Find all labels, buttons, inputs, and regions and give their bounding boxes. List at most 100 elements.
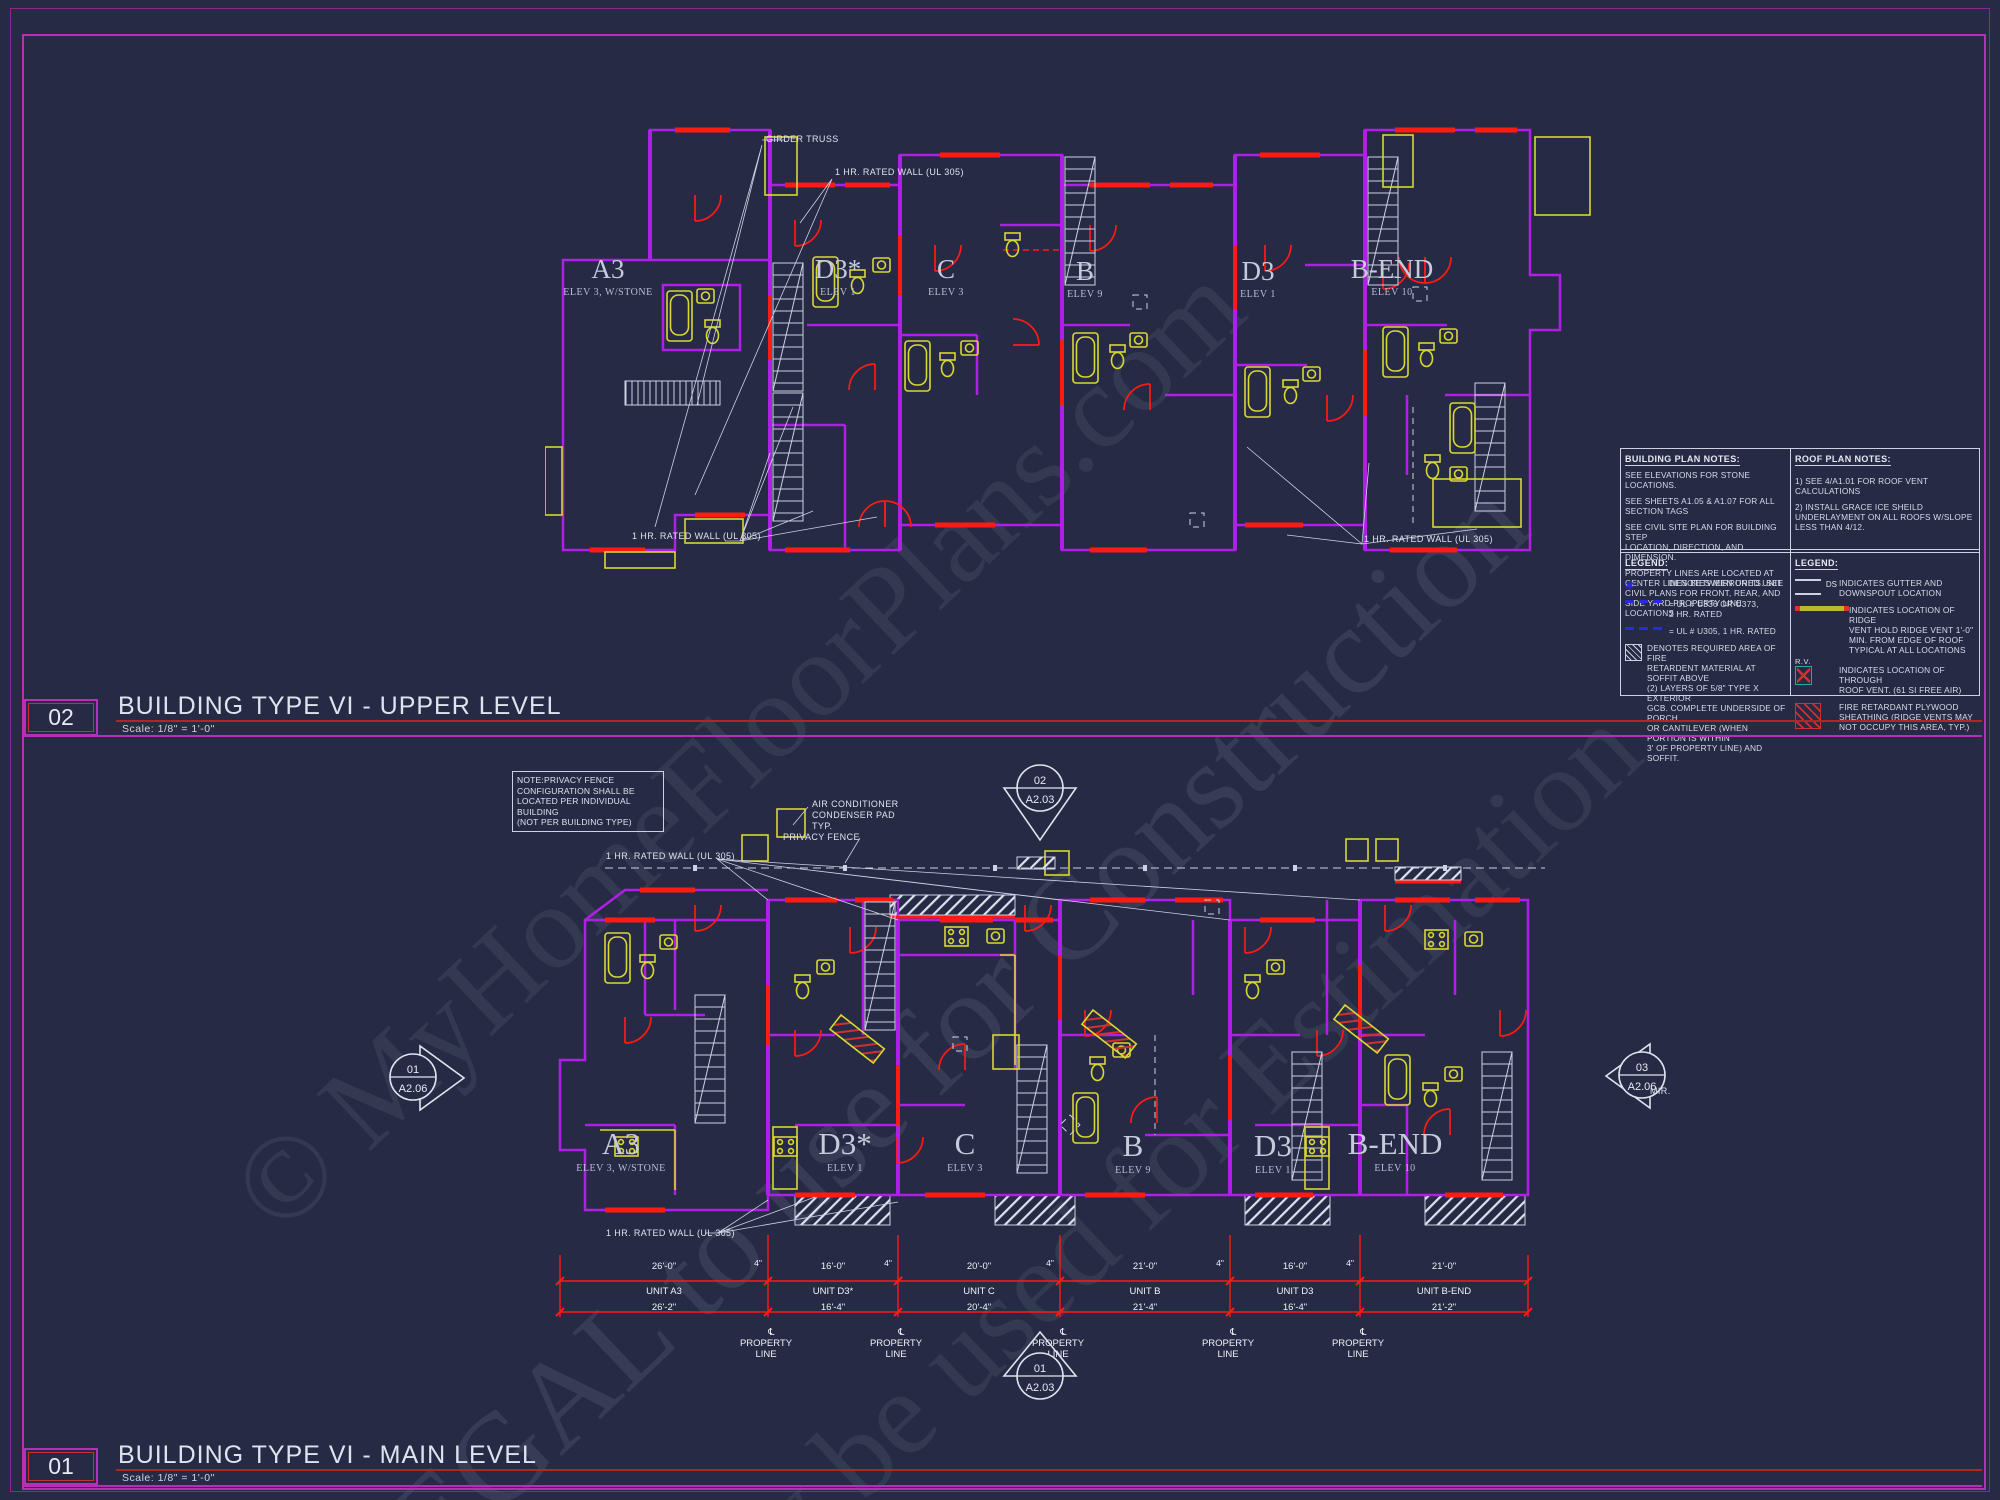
upper-leader-lines [654,139,1478,545]
viewport-number-01: 01 [24,1448,98,1485]
wall-1hr-line-icon [1625,627,1663,630]
legend-item-mirrored: ✱ DENOTES MIRRORED UNIT [1625,578,1783,592]
dim-gap: 4" [754,1258,762,1268]
dim-gap: 4" [1216,1258,1224,1268]
legend-item-fire-sheathing: FIRE RETARDANT PLYWOOD SHEATHING (RIDGE … [1795,702,1976,732]
svg-text:03: 03 [1636,1062,1648,1074]
dim-top: 26'-0" [651,1261,677,1272]
building-note: PROPERTY LINES ARE LOCATED AT CENTER LIN… [1625,568,1784,618]
dim-unit: UNIT D3* [812,1286,854,1297]
upper-balcony-railing [624,380,721,406]
property-line-label: ℄PROPERTY LINE [1201,1327,1255,1360]
fire-hatch-icon [1625,644,1642,661]
main-fixtures [600,926,1483,1190]
upper-dashed [1132,286,1428,528]
roof-plan-notes: ROOF PLAN NOTES: 1) SEE 4/A1.01 FOR ROOF… [1791,449,1979,538]
centerline-icon: ℄ [1360,1327,1367,1338]
roof-vent-icon: R.V. [1795,657,1812,685]
dim-top: 21'-0" [1431,1261,1457,1272]
upper-unit-label-d3s: D3*ELEV 1 [814,254,862,299]
roof-legend: LEGEND: DS INDICATES GUTTER AND DOWNSPOU… [1791,553,1979,739]
dim-bottom: 26'-2" [651,1302,677,1313]
centerline-icon: ℄ [768,1327,775,1338]
fire-sheathing-hatch-icon [1795,703,1821,729]
property-line-label: ℄PROPERTY LINE [869,1327,923,1360]
rated-wall-label-main-bottom: 1 HR. RATED WALL (UL 305) [606,1228,735,1238]
title-underline-main [116,1469,1982,1471]
building-legend: LEGEND: ✱ DENOTES MIRRORED UNIT = UL # U… [1621,553,1790,770]
privacy-fence-label: PRIVACY FENCE [783,832,860,842]
dim-bottom: 21'-2" [1431,1302,1457,1313]
dim-top: 20'-0" [966,1261,992,1272]
mirrored-label: MIR. [1650,1086,1671,1096]
dim-gap: 4" [884,1258,892,1268]
notes-panel: BUILDING PLAN NOTES: SEE ELEVATIONS FOR … [1620,448,1980,763]
sheet-outer-border [10,8,1990,1492]
legend-item-gutter: DS INDICATES GUTTER AND DOWNSPOUT LOCATI… [1795,578,1976,598]
ac-condenser-label: AIR CONDITIONER CONDENSER PAD TYP. [812,799,899,831]
upper-fixtures [545,134,1591,569]
viewport-title-upper: BUILDING TYPE VI - UPPER LEVEL [118,692,562,720]
centerline-icon: ℄ [1060,1327,1067,1338]
rated-wall-label-upper-left: 1 HR. RATED WALL (UL 305) [632,531,761,541]
mirrored-unit-icon: ✱ [1625,580,1635,592]
main-dimension-lines [555,1235,1533,1317]
building-note: SEE ELEVATIONS FOR STONE LOCATIONS. [1625,470,1751,490]
roof-legend-title: LEGEND: [1795,558,1839,570]
main-kitchen-islands [828,1003,1390,1065]
building-plan-notes: BUILDING PLAN NOTES: SEE ELEVATIONS FOR … [1621,449,1790,624]
main-unit-label-d3s: D3*ELEV 1 [818,1126,872,1174]
dim-unit: UNIT A3 [646,1286,682,1297]
svg-text:A2.03: A2.03 [1026,794,1055,806]
svg-text:A2.06: A2.06 [1628,1081,1657,1093]
dim-top: 16'-0" [1282,1261,1308,1272]
building-note: SEE SHEETS A1.05 & A1.07 FOR ALL SECTION… [1625,496,1775,516]
viewport-number-02: 02 [24,699,98,736]
centerline-icon: ℄ [1230,1327,1237,1338]
roof-note: 2) INSTALL GRACE ICE SHEILD UNDERLAYMENT… [1795,502,1973,532]
legend-item-ul2hr: = UL # U336 OR U373, 2 HR. RATED [1625,599,1787,619]
dim-top: 21'-0" [1132,1261,1158,1272]
dim-gap: 4" [1046,1258,1054,1268]
main-floor-plan-drawing [555,806,1545,1317]
main-hatch-areas [794,856,1526,1226]
svg-text:01: 01 [1034,1363,1046,1375]
property-line-label: ℄PROPERTY LINE [1331,1327,1385,1360]
dim-top: 16'-0" [820,1261,846,1272]
svg-text:A2.03: A2.03 [1026,1382,1055,1394]
rated-wall-label-upper-right: 1 HR. RATED WALL (UL 305) [1364,534,1493,544]
viewport-scale-upper: Scale: 1/8" = 1'-0" [122,723,215,735]
rated-wall-label-top: 1 HR. RATED WALL (UL 305) [835,167,964,177]
wall-2hr-line-icon [1625,600,1663,603]
dim-gap: 4" [1346,1258,1354,1268]
dim-unit: UNIT B-END [1416,1286,1472,1297]
legend-item-roof-vent: R.V. INDICATES LOCATION OF THROUGH ROOF … [1795,657,1962,695]
sheet-border [22,34,1986,1490]
sheet-bottom-line [22,1485,1982,1487]
dim-unit: UNIT C [963,1286,995,1297]
viewport-title-main: BUILDING TYPE VI - MAIN LEVEL [118,1441,537,1469]
privacy-fence-note: NOTE:PRIVACY FENCE CONFIGURATION SHALL B… [512,771,664,832]
dim-unit: UNIT D3 [1276,1286,1314,1297]
girder-truss-label: GIRDER TRUSS [766,134,839,144]
svg-text:A2.06: A2.06 [399,1083,428,1095]
dim-bottom: 16'-4" [1282,1302,1308,1313]
main-dashed [952,899,1220,1136]
building-note: SEE CIVIL SITE PLAN FOR BUILDING STEP LO… [1625,522,1777,562]
main-fire-walls [605,880,1520,1213]
dim-unit: UNIT B [1129,1286,1161,1297]
dim-bottom: 16'-4" [820,1302,846,1313]
